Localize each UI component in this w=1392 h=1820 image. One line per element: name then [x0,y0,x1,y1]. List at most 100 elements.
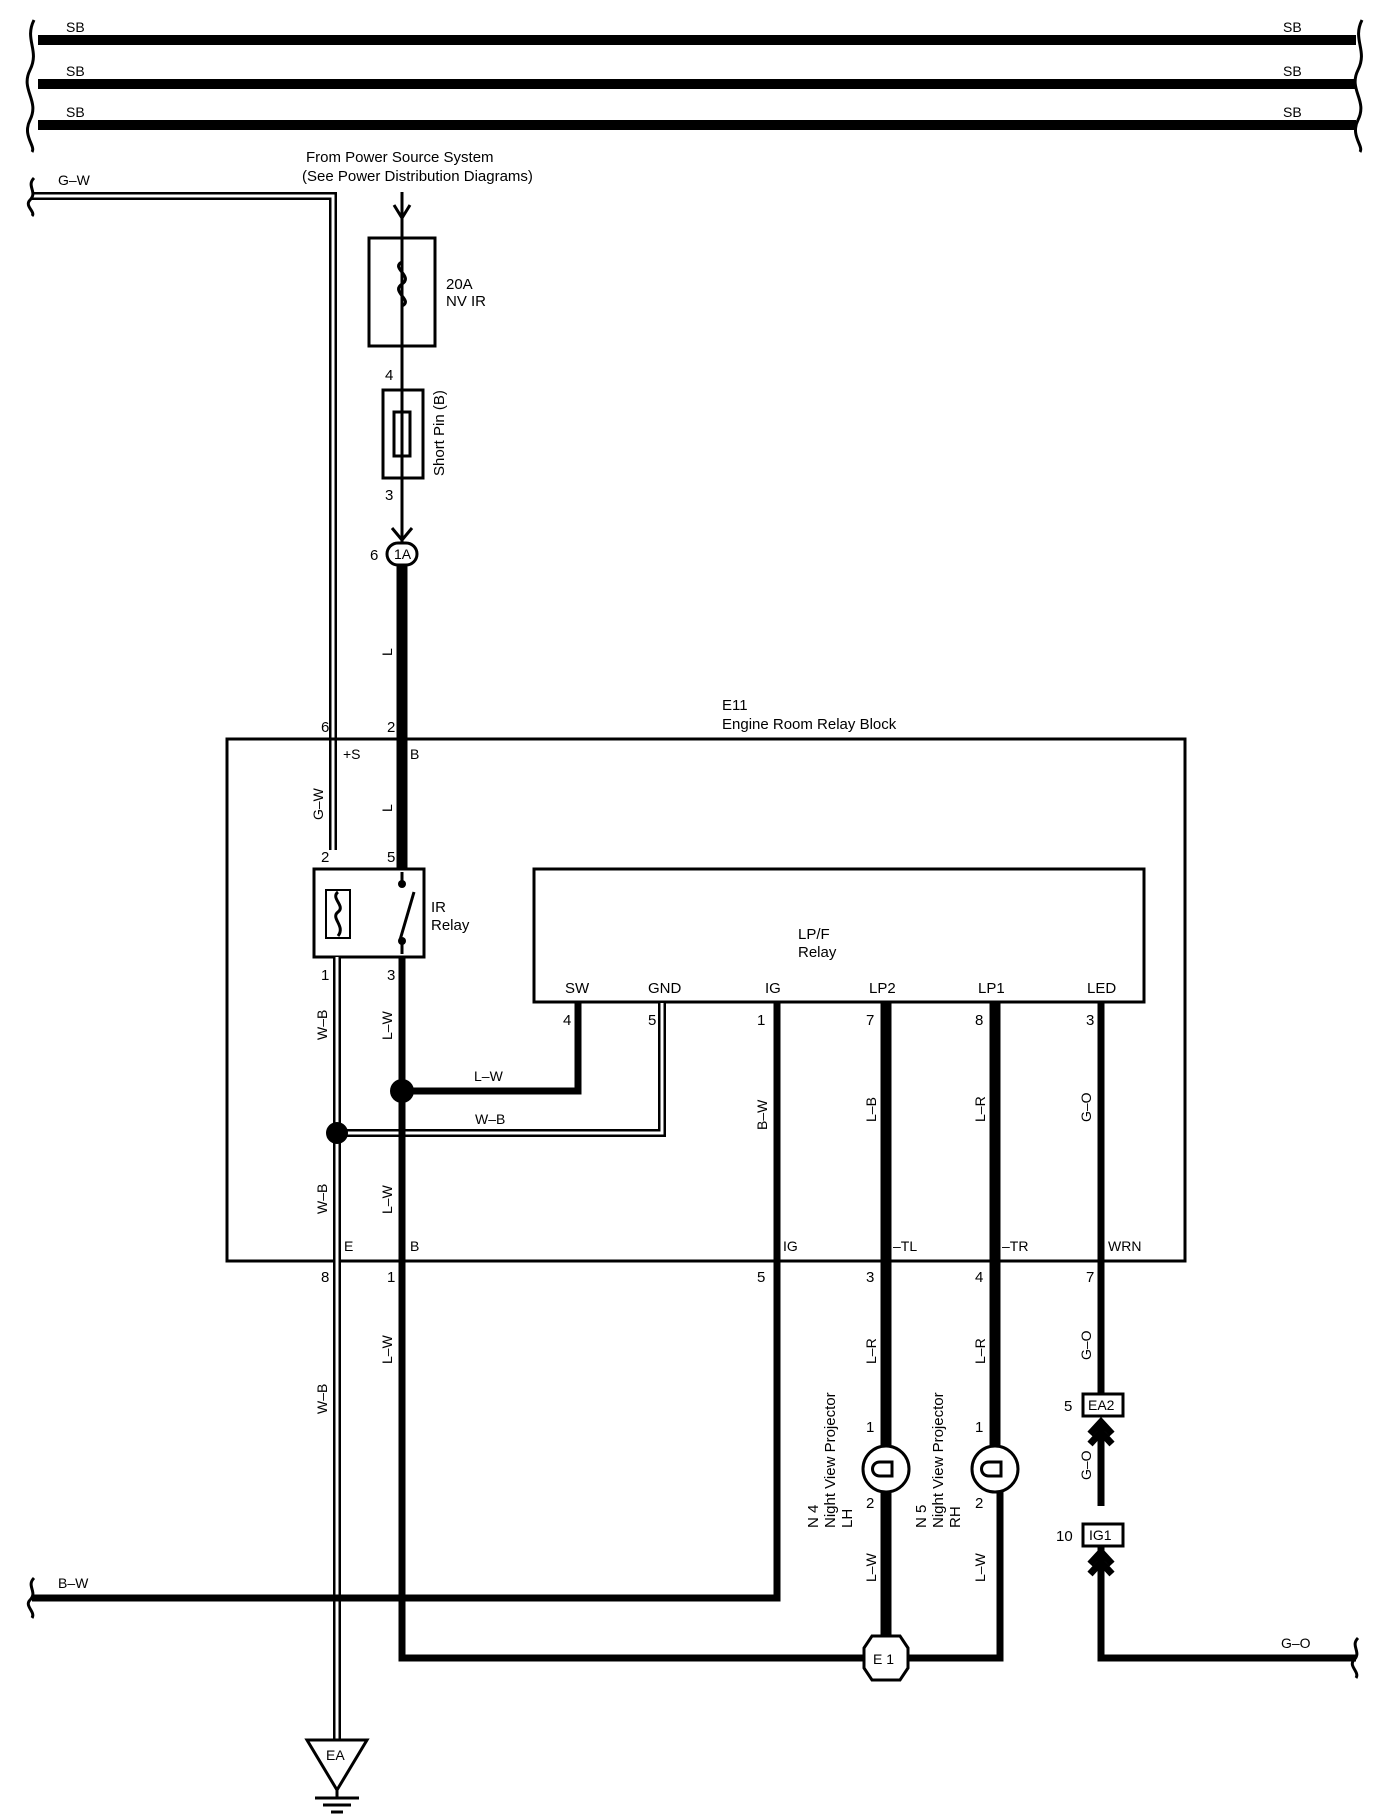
gw-wire-inner [32,194,335,850]
connector-ea2: EA2 5 [1064,1392,1125,1447]
lpf-terminal-lp2: LP2 [869,980,896,997]
wb-label-1: W–B [314,1010,330,1040]
connector-ig1-pin: 10 [1056,1528,1073,1545]
gw-break-mark [26,176,36,218]
lpf-pin-7: 7 [866,1012,874,1029]
go-wire-lower [1097,1534,1356,1662]
relay-block-box [225,737,1187,1263]
bw-label-block: B–W [754,1099,770,1130]
block-top-pin-left: 6 [321,719,329,736]
connector-1a-label: 1A [394,546,412,562]
ir-relay-label-1: IR [431,899,446,916]
lw-splice-point [390,1079,414,1103]
gw-wire-outer [32,192,337,850]
go-label-upper: G–O [1078,1330,1094,1360]
lw-label-3: L–W [379,1184,395,1214]
sb-bus-line-3 [38,120,1356,130]
right-break-mark [1353,19,1364,153]
lpf-pin-4: 4 [563,1012,571,1029]
short-pin-element [392,410,412,458]
block-pin-4: 4 [975,1269,983,1286]
lw-label-4: L–W [379,1334,395,1364]
ground-ea-triangle [304,1738,370,1793]
l-wire-label-2: L [379,804,395,812]
connector-1a-chevron [390,527,414,543]
block-terminal-tl: –TL [893,1238,917,1254]
l-wire-label-1: L [379,648,395,656]
lw-wire-sw [402,1003,582,1095]
ir-relay-contact-dot-1 [398,880,406,888]
projector-lh-name: Night View Projector [822,1392,839,1528]
projector-rh-name: Night View Projector [930,1392,947,1528]
ir-relay-switch [398,891,416,941]
go-label-middle: G–O [1078,1450,1094,1480]
lw-wire-main [398,957,1004,1662]
lpf-terminal-ig: IG [765,980,781,997]
projector-lh-id: N 4 [805,1505,822,1528]
wb-splice-point [326,1122,348,1144]
short-pin-bottom-pin: 3 [385,487,393,504]
lw-wire: L–W L–W L–W L–W [379,957,1004,1662]
connector-1a-body [385,541,419,567]
left-break-mark [25,19,36,153]
power-source-line2: (See Power Distribution Diagrams) [302,168,533,185]
connector-ig1-chevron-1 [1087,1546,1115,1567]
short-pin-top-pin: 4 [385,367,393,384]
wb-label-3: W–B [314,1184,330,1214]
wb-label-2: W–B [475,1111,505,1127]
block-terminal-b-top: B [410,746,419,762]
connector-ig1: IG1 10 [1056,1522,1125,1577]
connector-1a: 1A 6 [370,527,419,567]
lw-label-lh: L–W [863,1552,879,1582]
go-label-right: G–O [1281,1635,1311,1651]
wb-label-4: W–B [314,1384,330,1414]
go-label-block: G–O [1078,1092,1094,1122]
projector-rh-lamp [980,1460,1003,1478]
projector-lh-pin-2: 2 [866,1495,874,1512]
lw-label-rh: L–W [972,1552,988,1582]
lpf-pin-3: 3 [1086,1012,1094,1029]
ground-bus: SB SB SB SB SB SB [25,19,1364,153]
gw-label-top: G–W [58,172,91,188]
ground-point-ea: EA [304,1738,370,1814]
lpf-relay-box [532,867,1146,1004]
lr-label-lh: L–R [863,1338,879,1364]
block-terminal-wrn: WRN [1108,1238,1141,1254]
relay-block-id: E11 [722,697,748,714]
lw-label-2: L–W [474,1068,504,1084]
wb-wire: W–B W–B W–B W–B [314,957,666,1752]
sb-label-left-2: SB [66,63,85,79]
block-pin-8: 8 [321,1269,329,1286]
sb-label-left-1: SB [66,19,85,35]
lb-label: L–B [863,1097,879,1122]
ir-relay-coil [334,890,342,937]
short-pin-label: Short Pin (B) [431,390,448,476]
projector-rh-id: N 5 [913,1505,930,1528]
power-source: From Power Source System (See Power Dist… [302,149,533,548]
lpf-terminal-led: LED [1087,980,1116,997]
lpf-terminal-lp1: LP1 [978,980,1005,997]
connector-ig1-label: IG1 [1089,1527,1112,1543]
bw-wire-path [32,1003,781,1602]
block-pin-5: 5 [757,1269,765,1286]
projector-rh: 1 2 N 5 Night View Projector RH [913,1392,1020,1528]
connector-ea2-body [1081,1392,1125,1418]
ground-ea-label: EA [326,1747,345,1763]
ir-relay-label-2: Relay [431,917,470,934]
sb-label-left-3: SB [66,104,85,120]
projector-lh-body [861,1444,911,1494]
bw-break-mark [26,1576,36,1619]
fuse-box [367,236,437,348]
ground-e1-label: E 1 [873,1651,894,1667]
block-terminal-b: B [410,1238,419,1254]
ir-relay-pin-1: 1 [321,967,329,984]
connector-ig1-body [1081,1522,1125,1548]
lpf-pin-8: 8 [975,1012,983,1029]
relay-block-name: Engine Room Relay Block [722,716,897,733]
go-break-mark [1350,1636,1360,1679]
lr-label-block: L–R [972,1096,988,1122]
wb-wire-gnd-inner [337,1003,664,1135]
ground-point-e1: E 1 [862,1634,910,1682]
connector-1a-pin: 6 [370,547,378,564]
